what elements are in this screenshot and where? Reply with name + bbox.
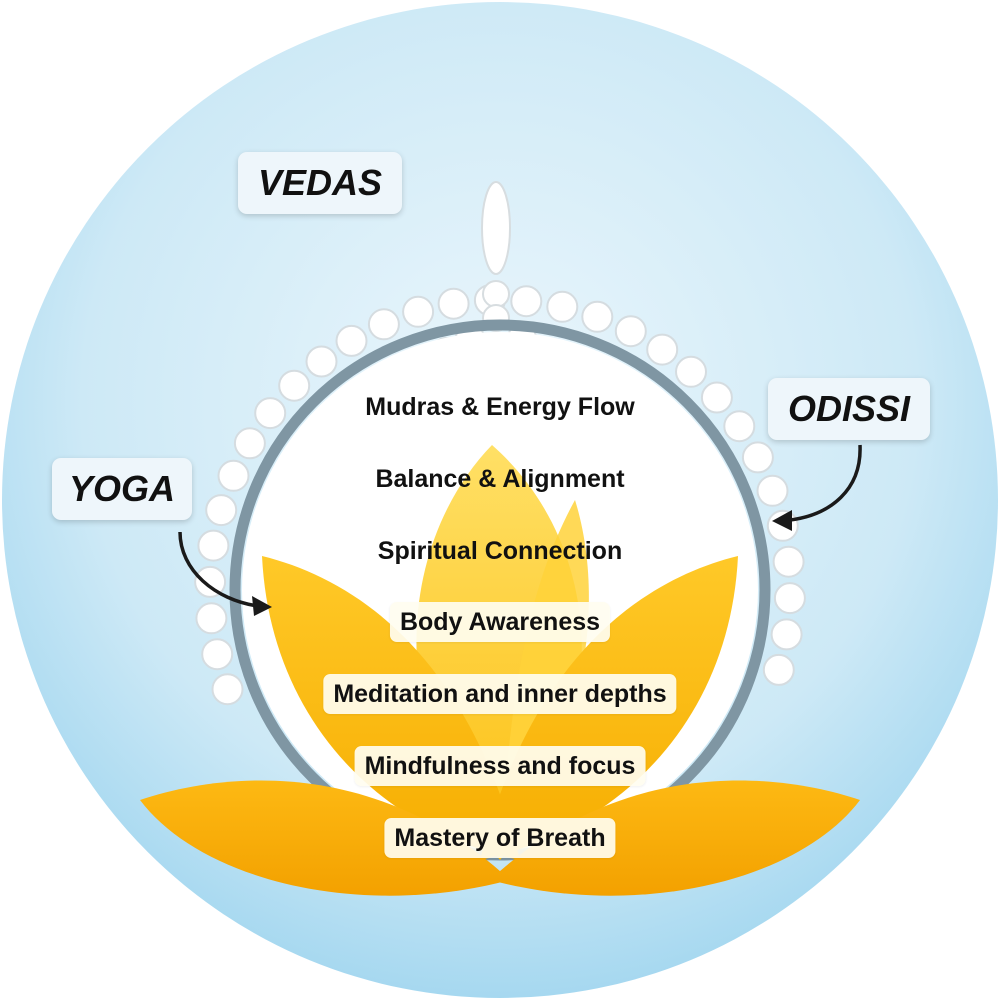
bead <box>772 545 805 578</box>
bead <box>700 381 733 414</box>
tag-yoga: YOGA <box>52 458 192 520</box>
arrow-odissi <box>772 444 862 531</box>
bead <box>233 427 266 460</box>
bead <box>773 582 806 615</box>
bead <box>762 653 795 686</box>
arrow-yoga <box>178 531 272 616</box>
bead <box>756 474 789 507</box>
bead <box>770 618 803 651</box>
bead <box>217 459 250 492</box>
layer-label: Spiritual Connection <box>377 537 623 565</box>
bead <box>211 673 244 706</box>
bead <box>335 324 368 357</box>
layer-label: Mudras & Energy Flow <box>365 393 635 421</box>
bead <box>675 355 707 388</box>
bead <box>305 345 338 378</box>
bead <box>402 295 435 328</box>
bead <box>254 397 287 430</box>
tag-odissi-text: ODISSI <box>787 388 911 429</box>
bead <box>201 638 234 671</box>
petal-base-left <box>140 780 510 896</box>
bead <box>723 410 756 443</box>
bead <box>510 285 543 318</box>
tag-vedas: VEDAS <box>238 152 402 214</box>
bead <box>195 602 228 635</box>
bead <box>437 287 470 320</box>
layer-label: Mindfulness and focus <box>354 746 646 786</box>
layer-label: Meditation and inner depths <box>323 674 677 714</box>
bead <box>278 369 311 402</box>
layer-label: Body Awareness <box>389 602 611 642</box>
bead <box>581 300 614 333</box>
tag-yoga-text: YOGA <box>68 468 175 509</box>
layer-label: Mastery of Breath <box>384 818 616 858</box>
bead <box>546 290 579 323</box>
bead <box>194 565 227 598</box>
bead <box>741 441 774 474</box>
bead <box>367 308 400 341</box>
tag-vedas-text: VEDAS <box>257 162 383 203</box>
bead <box>197 529 230 562</box>
tag-odissi: ODISSI <box>768 378 930 440</box>
petal-base-right <box>490 780 860 896</box>
layer-label: Balance & Alignment <box>375 465 625 493</box>
bead <box>646 333 679 366</box>
bead <box>205 494 238 527</box>
bead <box>614 315 647 348</box>
top-ornament <box>481 181 511 332</box>
